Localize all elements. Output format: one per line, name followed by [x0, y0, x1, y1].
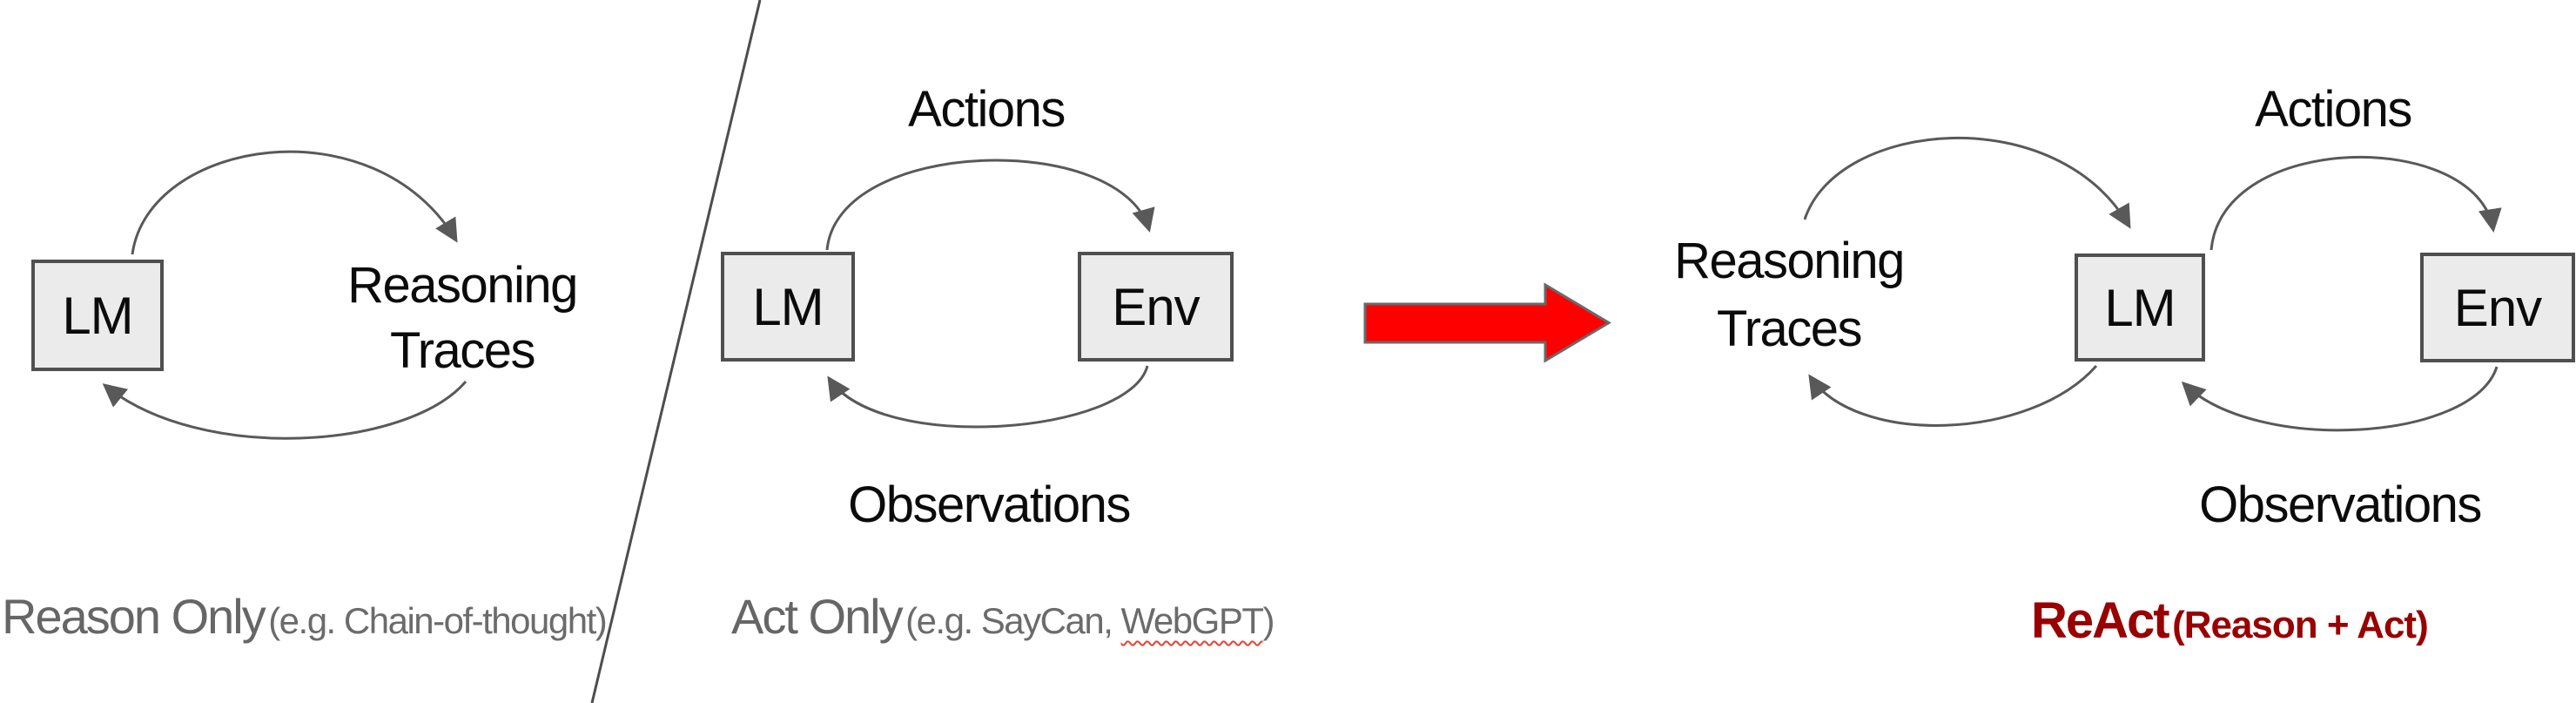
act-only-caption-note-prefix: (e.g. SayCan,	[905, 600, 1121, 641]
react-traces-to-lm-arc	[1803, 137, 2131, 229]
reason-traces-to-lm-arc	[102, 381, 467, 440]
reason-only-caption-note: (e.g. Chain-of-thought)	[268, 600, 608, 641]
react-caption-note: (Reason + Act)	[2172, 604, 2429, 646]
reason-lm-box-label: LM	[62, 286, 133, 345]
act-only-caption-webgpt: WebGPT	[1120, 600, 1264, 641]
act-lm-box: LM	[721, 252, 855, 362]
react-lm-box: LM	[2075, 253, 2205, 362]
block-arrow-icon	[1363, 282, 1611, 363]
act-only-caption-note-suffix: )	[1262, 600, 1275, 641]
reason-only-caption: Reason Only (e.g. Chain-of-thought)	[2, 586, 608, 660]
react-env-box-label: Env	[2453, 278, 2542, 337]
act-actions-arc	[825, 159, 1155, 251]
react-observations-arc	[2181, 366, 2499, 432]
react-actions-label: Actions	[2255, 81, 2412, 138]
act-observations-arc	[827, 365, 1149, 429]
act-env-box-label: Env	[1112, 277, 1200, 336]
act-observations-label: Observations	[848, 477, 1131, 533]
reason-lm-box: LM	[31, 260, 164, 371]
reasoning-traces-line2: Traces	[389, 322, 536, 379]
react-caption-title: ReAct	[2031, 592, 2170, 649]
reasoning-traces-label: Reasoning Traces	[323, 253, 602, 383]
react-lm-to-traces-arc	[1808, 365, 2098, 427]
reasoning-traces-line1: Reasoning	[347, 257, 578, 314]
react-caption: ReAct (Reason + Act)	[2031, 591, 2429, 665]
act-env-box: Env	[1078, 252, 1234, 362]
act-only-caption: Act Only (e.g. SayCan, WebGPT)	[731, 586, 1275, 660]
react-reasoning-traces-label: Reasoning Traces	[1650, 227, 1928, 363]
act-actions-label: Actions	[908, 81, 1066, 138]
reason-only-caption-title: Reason Only	[2, 589, 266, 644]
react-reasoning-line2: Traces	[1716, 301, 1863, 357]
act-lm-box-label: LM	[752, 277, 824, 336]
panel-divider-line	[590, 0, 762, 703]
react-lm-box-label: LM	[2104, 278, 2176, 337]
react-actions-arc	[2209, 156, 2502, 251]
react-env-box: Env	[2420, 253, 2575, 362]
react-observations-label: Observations	[2199, 477, 2482, 533]
react-reasoning-line1: Reasoning	[1674, 233, 1905, 289]
reason-lm-to-traces-arc	[131, 150, 458, 255]
act-only-caption-title: Act Only	[731, 589, 904, 644]
